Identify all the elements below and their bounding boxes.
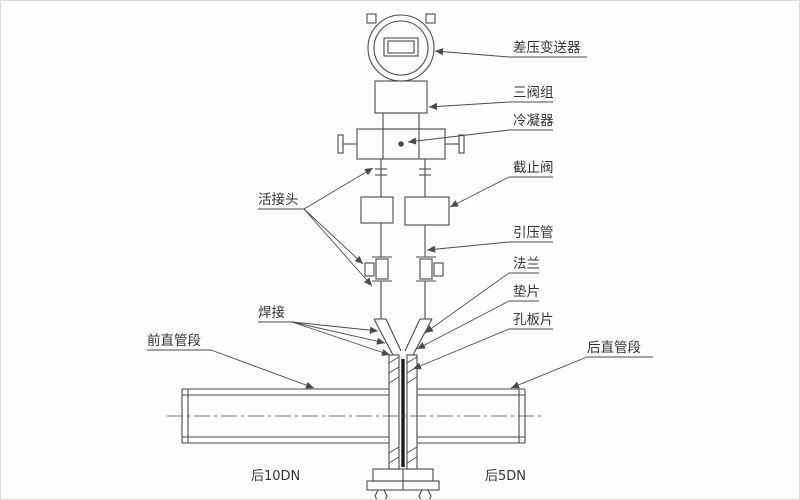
- leader-union-3: [303, 208, 373, 287]
- funnel-outer-left: [373, 318, 394, 356]
- label-flange: 法兰: [513, 256, 540, 272]
- transmitter-body: [374, 80, 428, 114]
- bottom-flange: [366, 468, 440, 499]
- leader-welding-2: [291, 321, 386, 345]
- label-orifice-plate: 孔板片: [513, 312, 554, 328]
- label-impulse-pipe: 引压管: [513, 225, 554, 241]
- label-condenser: 冷凝器: [513, 113, 554, 129]
- transmitter-display-inner: [387, 40, 415, 54]
- impulse-lines-lower: [380, 281, 426, 319]
- label-right-pipe-note: 后5DN: [485, 469, 526, 484]
- bolt-nut-left: [374, 489, 388, 499]
- label-manifold: 三阀组: [513, 85, 554, 101]
- mount-ear-right: [425, 13, 436, 24]
- manifold-block: [382, 112, 420, 130]
- three-valve-manifold-part: [382, 112, 420, 130]
- leaders-layer: [147, 48, 653, 389]
- stop-valve-right: [404, 196, 450, 226]
- differential-pressure-transmitter: [366, 13, 436, 114]
- union-body-right: [419, 258, 433, 280]
- stop-valve-left: [360, 196, 394, 224]
- leader-flange: [424, 272, 510, 334]
- label-front-straight-pipe: 前直管段: [147, 332, 201, 349]
- condenser-center-dot: [398, 141, 404, 147]
- leader-union-2: [303, 208, 364, 265]
- leader-orifice: [412, 328, 510, 370]
- union-joints-part: [364, 256, 444, 282]
- leader-gasket: [416, 300, 510, 350]
- transmitter-housing-outer: [367, 14, 435, 82]
- label-left-pipe-note: 后10DN: [251, 469, 300, 484]
- label-transmitter: 差压变送器: [513, 40, 581, 56]
- leader-transmitter: [434, 48, 510, 58]
- labels-layer: 差压变送器 三阀组 冷凝器 截止阀 引压管 法兰 垫片 孔板片 活接头 焊接 前…: [147, 40, 641, 484]
- drawing-layer: [167, 13, 541, 499]
- label-union-joint: 活接头: [258, 191, 299, 208]
- leader-welding-3: [291, 321, 391, 356]
- transmitter-display-outer: [383, 37, 419, 57]
- label-stop-valve: 截止阀: [513, 160, 554, 176]
- stop-valves: [360, 196, 450, 226]
- leader-rear-pipe: [510, 356, 588, 389]
- leader-impulse-pipe: [426, 241, 510, 253]
- leader-welding-1: [291, 321, 379, 334]
- leader-front-pipe: [210, 349, 315, 389]
- condenser-part: [337, 128, 465, 160]
- condenser-cap-left: [337, 134, 344, 154]
- process-pipe: [167, 388, 541, 444]
- union-side-left: [364, 262, 375, 277]
- funnel-inner-left: [385, 318, 402, 352]
- leader-condenser: [407, 129, 510, 145]
- label-welding: 焊接: [258, 304, 285, 321]
- leader-manifold: [428, 101, 510, 111]
- label-rear-straight-pipe: 后直管段: [587, 340, 641, 356]
- leader-union-1: [303, 167, 374, 210]
- condenser-cap-right: [458, 134, 465, 154]
- funnel-inner-right: [404, 318, 421, 352]
- funnel-outer-right: [412, 318, 433, 356]
- mount-ear-left: [366, 13, 377, 24]
- label-gasket: 垫片: [513, 284, 540, 300]
- impulse-lines-middle: [380, 223, 426, 257]
- weld-funnel: [373, 318, 433, 356]
- bolt-nut-right: [418, 489, 432, 499]
- impulse-lines-upper: [375, 159, 431, 197]
- transmitter-housing-inner: [373, 20, 429, 76]
- flange-hatching: [388, 356, 418, 464]
- orifice-flange-assembly: [388, 354, 418, 470]
- leader-stop-valve: [449, 176, 510, 208]
- union-side-right: [433, 262, 444, 277]
- union-body-left: [375, 258, 389, 280]
